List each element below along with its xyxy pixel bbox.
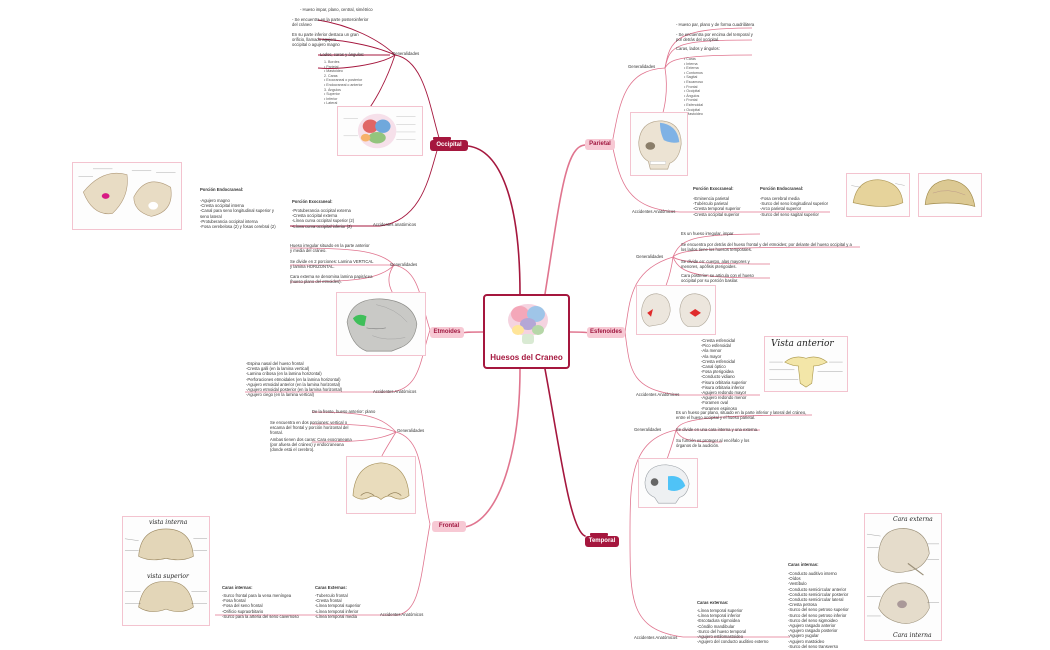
frontal-gen-1: De la frente, hueso anterior: plano xyxy=(312,409,376,414)
esfenoides-accidentes-label: Accidentes Anatómicos xyxy=(636,392,680,397)
temporal-flag xyxy=(590,533,608,536)
occipital-generalidades-label: Generalidades xyxy=(392,51,420,56)
frontal-gen-3: Ambas tienen dos caras: Cara exocraneana… xyxy=(270,437,352,453)
temporal-cara-externa-label: Cara externa xyxy=(893,516,933,523)
parietal-exo-list: -Eminencia parietal -Tubérculo parietal … xyxy=(693,196,741,217)
occipital-accidentes-label: Accidentes anatómicos xyxy=(373,222,417,227)
occipital-endo-title: Porción Endocraneal: xyxy=(200,187,244,192)
frontal-gen-2: Se encuentra en dos porciones: vertical … xyxy=(270,420,349,436)
parietal-bone-image-1 xyxy=(846,173,910,217)
parietal-detail: • Caras • Interna • Externa • Contornos … xyxy=(684,57,704,117)
frontal-int-list: -Surco frontal para la vena meníngea -Fo… xyxy=(222,593,299,619)
etmoides-accidentes-label: Accidentes Anatómicos xyxy=(373,389,417,394)
temporal-ext-title: Caras externas: xyxy=(697,600,729,605)
parietal-skull-image xyxy=(630,112,688,176)
frontal-bone-image xyxy=(346,456,416,514)
topic-parietal[interactable]: Parietal xyxy=(585,139,615,150)
frontal-generalidades-label: Generalidades xyxy=(397,428,425,433)
parietal-accidentes-label: Accidentes Anatómicos xyxy=(632,209,676,214)
etmoides-accidentes-list: -Espina nasal del hueso frontal -Cresta … xyxy=(246,361,343,398)
occipital-lados-detail: 1. Bordes • Parietal • Mastoideo 2. Cara… xyxy=(324,60,363,106)
esfenoides-generalidades-label: Generalidades xyxy=(636,254,664,259)
parietal-exo-title: Porción Exocraneal: xyxy=(693,186,734,191)
topic-occipital[interactable]: Occipital xyxy=(430,140,468,151)
temporal-generalidades-label: Generalidades xyxy=(634,427,662,432)
topic-temporal[interactable]: Temporal xyxy=(585,536,619,547)
occipital-flag xyxy=(433,137,451,140)
esfenoides-skull-images xyxy=(636,285,716,335)
temporal-int-title: Caras internas: xyxy=(788,562,819,567)
etmoides-gen-2: Se divide en 2 porciones: Lamina VERTICA… xyxy=(290,259,374,270)
esfenoides-gen-4: Cara posterior: se articula con el hueso… xyxy=(681,273,754,284)
esfenoides-vista-anterior-title: Vista anterior xyxy=(771,339,834,349)
occipital-lados-label: Lados, caras y ángulos: xyxy=(320,52,365,57)
esfenoides-gen-1: Es un hueso irregular, impar xyxy=(681,231,734,236)
temporal-cara-interna-label: Cara interna xyxy=(893,632,932,639)
occipital-exo-title: Porción Exocraneal: xyxy=(292,199,333,204)
occipital-gen-1: - Hueso impar, plano, central, simétrico xyxy=(300,7,373,12)
frontal-ext-list: -Tuberculo frontal -Cresta frontal -Líne… xyxy=(315,593,361,619)
temporal-gen-2: Se divide en una cara interna y una exte… xyxy=(676,427,759,432)
occipital-endo-list: -Agujero magno -Cresta occipital interna… xyxy=(200,198,276,230)
etmoides-gen-1: Hueso irregular situado en la parte ante… xyxy=(290,243,370,254)
etmoides-skull-image xyxy=(336,292,426,356)
skull-colored-icon xyxy=(508,304,548,344)
central-topic[interactable]: Huesos del Craneo xyxy=(483,294,570,369)
parietal-endo-title: Porción Endocraneal: xyxy=(760,186,804,191)
parietal-endo-list: -Fosa cerebral media -Surco del seno lon… xyxy=(760,196,828,217)
esfenoides-gen-3: Se divide en: cuerpo, alas mayores y men… xyxy=(681,259,750,270)
occipital-exo-list: -Protuberancia occipital externa -Cresta… xyxy=(292,208,355,229)
etmoides-generalidades-label: Generalidades xyxy=(390,262,418,267)
occipital-bone-images xyxy=(72,162,182,230)
frontal-int-title: Caras internas: xyxy=(222,585,253,590)
temporal-gen-3: Su función es proteger al encéfalo y los… xyxy=(676,438,750,449)
frontal-vista-interna-label: vista interna xyxy=(149,519,188,526)
parietal-gen-1: - Hueso par, plano y de forma cuadriláte… xyxy=(676,22,755,27)
etmoides-gen-3: Cara externa se denomina lamina papiráce… xyxy=(290,274,373,285)
temporal-accidentes-label: Accidentes Anatómicos xyxy=(634,635,678,640)
esfenoides-vista-anterior-image: Vista anterior xyxy=(764,336,848,392)
frontal-accidentes-label: Accidentes Anatómicos xyxy=(380,612,424,617)
temporal-gen-1: Es un hueso par plano, situado en la par… xyxy=(676,410,807,421)
topic-frontal[interactable]: Frontal xyxy=(432,521,466,532)
parietal-gen-2: - Se encuentra por encima del temporal y… xyxy=(676,32,753,43)
temporal-ext-list: -Línea temporal superior -Línea temporal… xyxy=(697,608,769,645)
occipital-diagram-image xyxy=(337,106,423,156)
parietal-bone-image-2 xyxy=(918,173,982,217)
esfenoides-gen-2: Se encuentra por detrás del hueso fronta… xyxy=(681,242,852,253)
occipital-gen-2: - Se encuentra en la parte posteroinferi… xyxy=(292,17,369,28)
temporal-int-list: -Conducto auditivo interno -Oídos -Vestí… xyxy=(788,571,849,649)
parietal-gen-3: Caras, lados y ángulos: xyxy=(676,46,720,51)
central-topic-title: Huesos del Craneo xyxy=(490,353,563,362)
esfenoides-accidentes-list: -Cresta esfenoidal -Pico esfenoidal -Ala… xyxy=(701,338,747,411)
occipital-gen-3: En su parte inferior destaca un gran ori… xyxy=(292,32,359,48)
frontal-ext-title: Caras Externas: xyxy=(315,585,347,590)
parietal-generalidades-label: Generalidades xyxy=(628,64,656,69)
temporal-faces-image: Cara externa Cara interna xyxy=(864,513,942,641)
frontal-vista-superior-label: vista superior xyxy=(147,573,189,580)
frontal-views-image: vista interna vista superior xyxy=(122,516,210,626)
temporal-skull-image xyxy=(638,458,698,508)
topic-esfenoides[interactable]: Esfenoides xyxy=(587,327,625,338)
topic-etmoides[interactable]: Etmoides xyxy=(430,327,464,338)
